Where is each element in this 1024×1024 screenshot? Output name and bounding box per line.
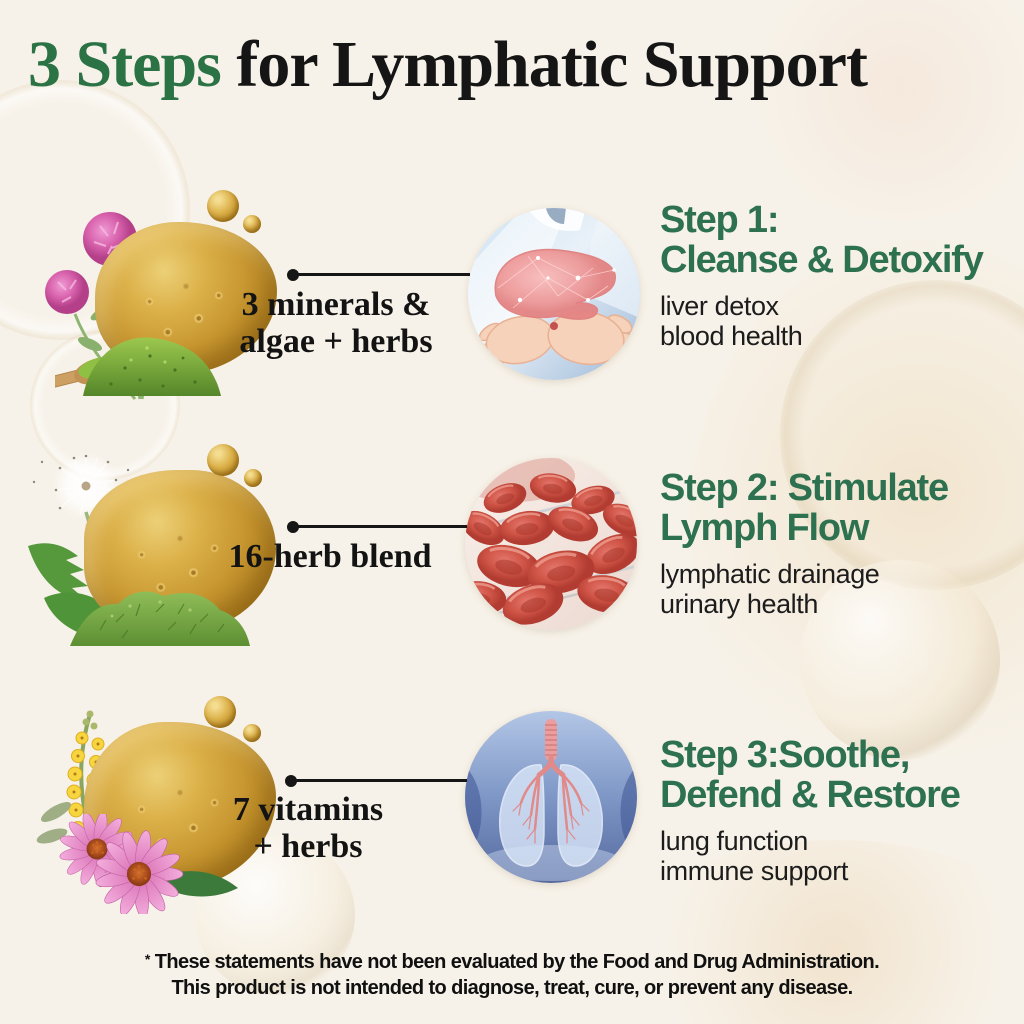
- step2-text-block: Step 2: Stimulate Lymph Flow lymphatic d…: [660, 468, 1020, 619]
- ingredient-label-step2: 16-herb blend: [205, 538, 455, 575]
- ingredient-label-line: 16-herb blend: [228, 538, 432, 575]
- step1-heading: Step 1: Cleanse & Detoxify: [660, 200, 1020, 280]
- gold-droplet: [207, 444, 239, 476]
- step3-benefit: lung function: [660, 826, 808, 856]
- blood-cells-photo-circle: [465, 458, 637, 630]
- step-heading-line: Defend & Restore: [660, 774, 961, 816]
- gold-droplet: [204, 696, 236, 728]
- fda-disclaimer: *These statements have not been evaluate…: [0, 946, 1024, 1001]
- herb-pile-illustration: [70, 591, 250, 646]
- ingredient-label-line: 3 minerals &: [241, 286, 431, 323]
- step2-benefit: lymphatic drainage: [660, 559, 880, 589]
- liver-in-hands-image: [468, 208, 640, 380]
- disclaimer-line1: *These statements have not been evaluate…: [0, 946, 1024, 975]
- title-rest: for Lymphatic Support: [220, 28, 868, 101]
- step2-heading: Step 2: Stimulate Lymph Flow: [660, 468, 1020, 548]
- page-title: 3 Steps for Lymphatic Support: [28, 30, 1008, 100]
- ingredient-label-line: + herbs: [253, 828, 363, 865]
- step2-benefit: urinary health: [660, 589, 818, 619]
- step-heading-line: Step 1:: [660, 199, 779, 241]
- gold-droplet: [244, 469, 262, 487]
- lungs-photo-circle: [465, 711, 637, 883]
- step1-benefit: blood health: [660, 321, 803, 351]
- title-highlight: 3 Steps: [28, 28, 222, 101]
- ingredient-label-step1: 3 minerals & algae + herbs: [216, 286, 456, 360]
- step1-text-block: Step 1: Cleanse & Detoxify liver detox b…: [660, 200, 1020, 351]
- disclaimer-text: These statements have not been evaluated…: [154, 951, 880, 973]
- disclaimer-line2: This product is not intended to diagnose…: [171, 977, 853, 999]
- step3-text-block: Step 3:Soothe, Defend & Restore lung fun…: [660, 735, 1020, 886]
- step3-heading: Step 3:Soothe, Defend & Restore: [660, 735, 1020, 815]
- step-heading-line: Cleanse & Detoxify: [660, 239, 984, 281]
- liver-photo-circle: [468, 208, 640, 380]
- connector-line: [285, 774, 467, 787]
- asterisk-marker: *: [144, 951, 150, 967]
- ingredient-label-line: algae + herbs: [239, 323, 433, 360]
- gold-droplet: [243, 215, 261, 233]
- step1-benefit: liver detox: [660, 291, 779, 321]
- step-heading-line: Step 2: Stimulate: [660, 467, 949, 509]
- red-blood-cells-image: [465, 458, 637, 630]
- step3-benefit: immune support: [660, 856, 848, 886]
- lungs-image: [465, 711, 637, 883]
- ingredient-label-line: 7 vitamins: [232, 791, 384, 828]
- gold-droplet: [207, 190, 239, 222]
- ingredient-label-step3: 7 vitamins + herbs: [208, 791, 408, 865]
- connector-line: [287, 268, 470, 281]
- connector-line: [287, 520, 467, 533]
- step-heading-line: Step 3:Soothe,: [660, 734, 910, 776]
- step-heading-line: Lymph Flow: [660, 507, 869, 549]
- gold-droplet: [243, 724, 261, 742]
